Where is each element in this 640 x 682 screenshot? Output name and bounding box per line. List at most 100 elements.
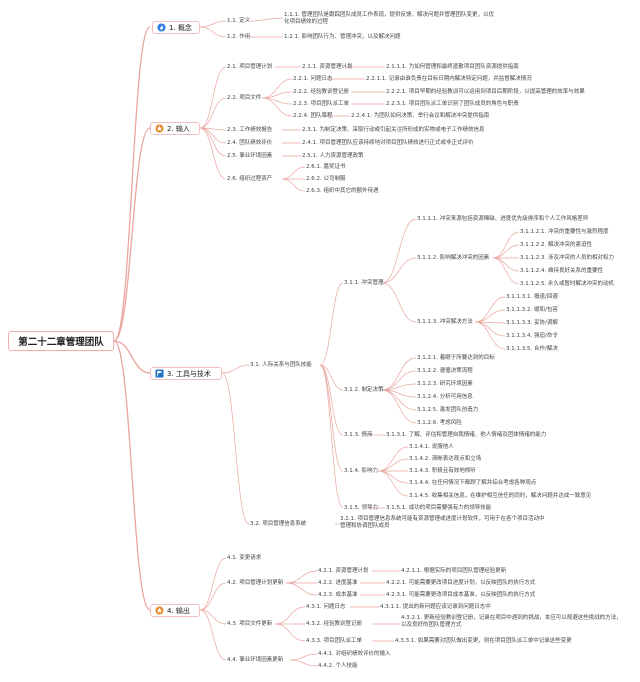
connector (377, 458, 409, 472)
topic-3-1-4-1[interactable]: 3.1.4.1. 说服他人 (409, 444, 454, 450)
topic-3-1-1-2-5[interactable]: 3.1.1.2.5. 永久或暂时解决冲突的动机 (520, 281, 614, 287)
topic-3-1-1-2[interactable]: 3.1.1.2. 影响解决冲突的因素 (417, 255, 490, 261)
topic-1-1-1[interactable]: 1.1.1. 管理团队是跟踪团队成员工作表现，提供反馈，解决问题并管理团队变更，… (284, 12, 494, 25)
topic-2-1-1-1[interactable]: 2.1.1.1. 为如何管理和最终遣散项目团队资源提供指南 (386, 64, 519, 70)
topic-2-3[interactable]: 2.3. 工作绩效报告 (227, 127, 273, 133)
topic-2-6-1[interactable]: 2.6.1. 嘉奖证书 (306, 164, 346, 170)
topic-3-1-1-3-3[interactable]: 3.1.1.3.3. 妥协/调解 (506, 320, 558, 326)
topic-2-1[interactable]: 2.1. 项目管理计划 (227, 64, 273, 70)
topic-4-4-1[interactable]: 4.4.1. 对组织绩效评价的输入 (318, 651, 391, 657)
topic-2-2-1[interactable]: 2.2.1. 问题日志 (293, 76, 333, 82)
topic-3-1-1-3-2[interactable]: 3.1.1.3.2. 缓和/包容 (506, 307, 558, 313)
topic-3-1-2[interactable]: 3.1.2. 制定决策 (344, 387, 384, 393)
topic-3-1-1-2-3[interactable]: 3.1.1.2.3. 涉及冲突的人员的相对权力 (520, 255, 614, 261)
topic-3-1-5[interactable]: 3.1.5. 领导力 (344, 505, 378, 511)
topic-4-2-3-1[interactable]: 4.2.3.1. 可能需要更改项目成本基准，以反映团队的执行方式 (386, 592, 536, 598)
topic-4-2[interactable]: 4.2. 项目管理计划更新 (227, 580, 284, 586)
topic-2-2-1-1[interactable]: 2.2.1.1. 记录由谁负责在目标日期内解决特定问题，并监督解决情况 (366, 76, 532, 82)
topic-3-1-3-1[interactable]: 3.1.3.1. 了解、评估和管理自我情绪、他人情绪及团体情绪的能力 (386, 432, 547, 438)
topic-2-2-2-1[interactable]: 2.2.2.1. 项目早期的经验教训可以运用到项目后期阶段，以提高管理的效率与效… (386, 89, 585, 95)
topic-3-1-4-5[interactable]: 3.1.4.5. 收集相关信息，在维护相互信任的同时，解决问题并达成一致意见 (409, 493, 592, 499)
topic-2-4[interactable]: 2.4. 团队绩效评价 (227, 140, 273, 146)
topic-3-1-1-2-4[interactable]: 3.1.1.2.4. 维持良好关系的重要性 (520, 268, 603, 274)
topic-3-2-1[interactable]: 3.2.1. 项目管理信息系统可能有资源管理或进度计划软件，可用于在各个项目活动… (340, 516, 545, 529)
topic-3-1-2-6[interactable]: 3.1.2.6. 考虑风险 (417, 420, 462, 426)
topic-1-2[interactable]: 1.2. 作用 (227, 34, 251, 40)
topic-2-2-4[interactable]: 2.2.4. 团队章程 (293, 113, 333, 119)
connector (492, 231, 520, 259)
topic-3-1-1-3-1[interactable]: 3.1.1.3.1. 撤退/回避 (506, 294, 558, 300)
topic-2-2-4-1[interactable]: 2.2.4.1. 为团队如何决策、举行会议和解决冲突提供指南 (351, 113, 490, 119)
topic-3-1-4-3[interactable]: 3.1.4.3. 积极且有效地倾听 (409, 468, 476, 474)
topic-2-1-1[interactable]: 2.1.1. 资源管理计划 (302, 64, 353, 70)
topic-4-3-2[interactable]: 4.3.2. 经验教训登记册 (306, 621, 362, 627)
star-icon (155, 124, 164, 133)
topic-3-1-1-3-5[interactable]: 3.1.1.3.5. 合作/解决 (506, 346, 558, 352)
topic-3-1-2-3[interactable]: 3.1.2.3. 研究环境因素 (417, 381, 473, 387)
topic-3-1-1-2-1[interactable]: 3.1.1.2.1. 冲突的重要性与激烈程度 (520, 229, 609, 235)
topic-3-1-1-3[interactable]: 3.1.1.3. 冲突解决方法 (417, 319, 473, 325)
topic-2-6-2[interactable]: 2.6.2. 公司制服 (306, 176, 346, 182)
topic-2-5-1[interactable]: 2.5.1. 人力资源管理政策 (302, 153, 364, 159)
connector (274, 606, 306, 625)
connector (381, 218, 417, 284)
topic-4-4-2[interactable]: 4.4.2. 个人技能 (318, 663, 358, 669)
topic-2-6-3[interactable]: 2.6.3. 组织中其它的额外待遇 (306, 188, 379, 194)
branch-output-label: 4. 输出 (167, 606, 190, 615)
topic-2-2-3-1[interactable]: 2.2.3.1. 项目团队派工单识别了团队成员的角色与职责 (386, 101, 519, 107)
topic-4-3-1[interactable]: 4.3.1. 问题日志 (306, 604, 346, 610)
connector (492, 244, 520, 259)
topic-3-1-1-3-4[interactable]: 3.1.1.3.4. 强迫/命令 (506, 333, 558, 339)
branch-concept-label: 1. 概念 (169, 23, 192, 32)
connector (289, 659, 318, 667)
topic-4-2-2[interactable]: 4.2.2. 进度基准 (318, 580, 358, 586)
topic-2-4-1[interactable]: 2.4.1. 项目管理团队应该持续地对项目团队绩效进行正式或非正式评价 (302, 140, 474, 146)
topic-1-2-1[interactable]: 1.2.1. 影响团队行为、管理冲突，以及解决问题 (284, 34, 401, 40)
topic-4-3-3[interactable]: 4.3.3. 项目团队派工单 (306, 638, 362, 644)
topic-2-2-3[interactable]: 2.2.3. 项目团队派工单 (293, 101, 349, 107)
topic-3-1-2-5[interactable]: 3.1.2.5. 激发团队创造力 (417, 407, 479, 413)
topic-3-1-3[interactable]: 3.1.3. 情商 (344, 432, 373, 438)
topic-3-1-1[interactable]: 3.1.1. 冲突管理 (344, 280, 384, 286)
topic-3-1-2-2[interactable]: 3.1.2.2. 遵循决策流程 (417, 368, 473, 374)
root-topic[interactable]: 第二十二章管理团队 (8, 331, 114, 351)
branch-tools-techniques[interactable]: 3. 工具与技术 (150, 367, 222, 380)
topic-4-3-2-1[interactable]: 4.3.2.1. 更新经验教训登记册，记录在项目中遇到的挑战，本应可以规避这些挑… (401, 615, 622, 628)
branch-concept[interactable]: 1. 概念 (152, 21, 200, 34)
connector (281, 178, 306, 192)
topic-2-2-2[interactable]: 2.2.2. 经验教训登记册 (293, 89, 349, 95)
topic-3-1-2-1[interactable]: 3.1.2.1. 着眼于所要达到的目标 (417, 355, 495, 361)
topic-3-1-5-1[interactable]: 3.1.5.1. 成功的项目需要强有力的领导技能 (386, 505, 492, 511)
branch-input[interactable]: 2. 输入 (150, 122, 200, 135)
topic-4-3-1-1[interactable]: 4.3.1.1. 提出的新问题应该记录到问题日志中 (380, 604, 491, 610)
topic-4-3[interactable]: 4.3. 项目文件更新 (227, 621, 273, 627)
connector (319, 364, 344, 436)
topic-2-5[interactable]: 2.5. 事业环境因素 (227, 153, 273, 159)
connector (281, 166, 306, 180)
topic-4-2-1[interactable]: 4.2.1. 资源管理计划 (318, 568, 369, 574)
topic-4-2-2-1[interactable]: 4.2.2.1. 可能需要更改项目进度计划，以反映团队的执行方式 (386, 580, 536, 586)
branch-output[interactable]: 4. 输出 (150, 604, 200, 617)
topic-4-4[interactable]: 4.4. 事业环境因素更新 (227, 657, 284, 663)
connector (199, 66, 227, 129)
topic-4-2-1-1[interactable]: 4.2.1.1. 根据实际的项目团队管理经验更新 (401, 568, 507, 574)
topic-2-3-1[interactable]: 2.3.1. 为制定决策、采取行动或引起关注所形成的实物或电子工作绩效信息 (302, 127, 485, 133)
topic-3-1-1-1[interactable]: 3.1.1.1. 冲突来源包括资源稀缺、进度优先级排序和个人工作风格差异 (417, 216, 589, 222)
topic-3-1-2-4[interactable]: 3.1.2.4. 分析可用信息 (417, 394, 473, 400)
connector (199, 557, 227, 611)
topic-4-1[interactable]: 4.1. 变更请求 (227, 555, 262, 561)
connector (474, 309, 506, 323)
topic-3-1-4-4[interactable]: 3.1.4.4. 在任何情况下都顾了解并综合考虑各种观点 (409, 480, 537, 486)
topic-3-2[interactable]: 3.2. 项目管理信息系统 (250, 521, 307, 527)
topic-2-6[interactable]: 2.6. 组织过程资产 (227, 176, 273, 182)
topic-2-2[interactable]: 2.2. 项目文件 (227, 95, 262, 101)
topic-1-1[interactable]: 1.1. 定义 (227, 18, 251, 24)
topic-3-1[interactable]: 3.1. 人际关系与团队技能 (250, 362, 312, 368)
topic-3-1-1-2-2[interactable]: 3.1.1.2.2. 解决冲突的紧迫性 (520, 242, 592, 248)
topic-3-1-4[interactable]: 3.1.4. 影响力 (344, 468, 378, 474)
topic-3-1-4-2[interactable]: 3.1.4.2. 清晰表达观点和立场 (409, 456, 482, 462)
topic-4-3-3-1[interactable]: 4.3.3.1. 如果需要对团队做出变更，则在项目团队派工单中记录这些变更 (395, 638, 572, 644)
topic-4-2-3[interactable]: 4.2.3. 成本基准 (318, 592, 358, 598)
